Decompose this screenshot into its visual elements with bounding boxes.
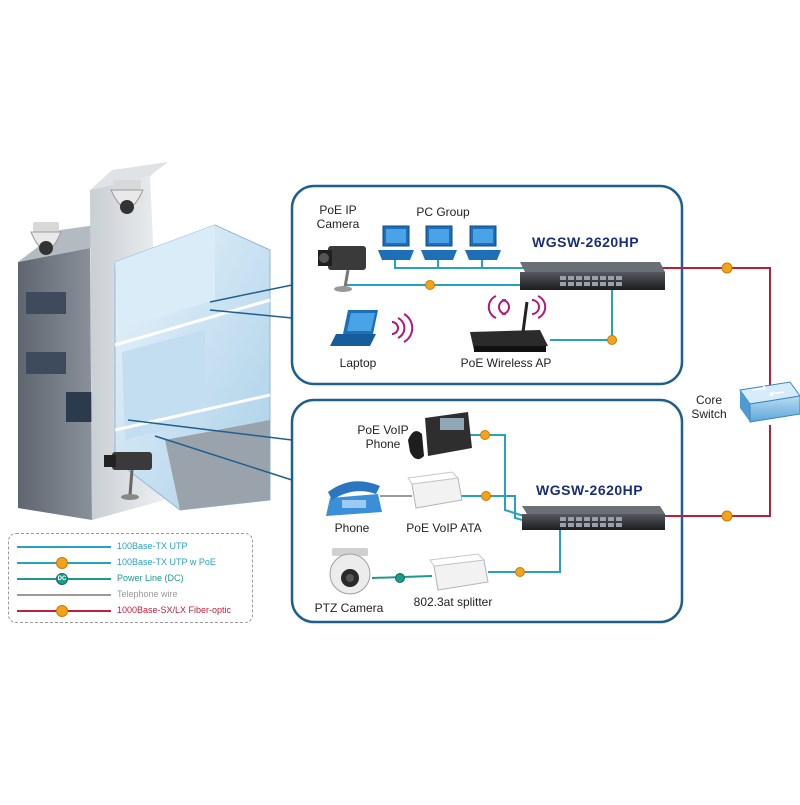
wireless-signal-icon: [487, 295, 547, 319]
poe-marker: [481, 491, 491, 501]
wireless-ap-label: PoE Wireless AP: [460, 356, 552, 370]
legend-item-utp: 100Base-TX UTP: [9, 539, 252, 553]
poe-marker: [607, 335, 617, 345]
ptz-camera-icon: [329, 548, 371, 595]
box-camera-icon: [104, 452, 152, 500]
building-wall-left: [18, 248, 92, 520]
legend-item-telephone: Telephone wire: [9, 587, 252, 601]
lower-cabling: [371, 430, 561, 583]
dc-marker: [395, 573, 405, 583]
ptz-camera-label: PTZ Camera: [314, 601, 384, 615]
poe-marker: [515, 567, 525, 577]
legend-label: Power Line (DC): [117, 573, 184, 583]
fiber-line-upper: [660, 267, 771, 385]
laptop-label: Laptop: [339, 356, 377, 370]
splitter-icon: [429, 553, 489, 591]
voip-phone-label: PoE VoIP Phone: [357, 423, 409, 451]
callout-line-lower: [154, 435, 293, 481]
laptop-icon: [330, 310, 378, 346]
lower-switch-icon: [522, 506, 665, 530]
fiber-marker-icon: [56, 605, 68, 617]
legend-label: Telephone wire: [117, 589, 178, 599]
building-window: [26, 292, 66, 314]
legend: 100Base-TX UTP 100Base-TX UTP w PoE DC P…: [8, 533, 253, 623]
dome-camera-icon: [30, 222, 62, 255]
upper-cabling: [345, 260, 617, 345]
legend-label: 1000Base-SX/LX Fiber-optic: [117, 605, 232, 615]
voip-ata-icon: [407, 471, 463, 509]
pc-group-label: PC Group: [416, 205, 470, 219]
pc-monitor-icon: [378, 225, 414, 260]
callout-line-upper: [209, 284, 293, 303]
phone-label: Phone: [334, 521, 370, 535]
phone-icon: [326, 481, 382, 516]
legend-line-swatch: [17, 594, 111, 596]
building-window: [66, 392, 92, 422]
callout-line-upper: [209, 309, 293, 319]
building-tower-roof: [90, 162, 168, 190]
poe-marker: [480, 430, 490, 440]
fiber-marker: [721, 510, 733, 522]
core-switch-icon: [739, 381, 800, 423]
ip-camera-label: PoE IP Camera: [316, 203, 360, 231]
wireless-ap-icon: [470, 301, 548, 352]
legend-item-fiber: 1000Base-SX/LX Fiber-optic: [9, 603, 252, 617]
legend-line-swatch: [17, 546, 111, 548]
legend-label: 100Base-TX UTP: [117, 541, 188, 551]
legend-label: 100Base-TX UTP w PoE: [117, 557, 216, 567]
building-glass-mid: [122, 330, 205, 440]
pc-monitor-icon: [465, 225, 501, 260]
dc-marker-icon: DC: [56, 573, 68, 585]
fiber-line-lower: [660, 425, 771, 517]
callout-line-lower: [127, 419, 293, 441]
upper-switch-icon: [520, 262, 665, 290]
voip-phone-icon: [408, 412, 472, 460]
building-base: [165, 420, 270, 510]
building-window: [26, 352, 66, 374]
splitter-label: 802.3at splitter: [413, 595, 493, 609]
upper-switch-model-label: WGSW-2620HP: [532, 234, 640, 250]
fiber-marker: [721, 262, 733, 274]
lower-network-panel: [290, 398, 684, 624]
legend-item-utp-poe: 100Base-TX UTP w PoE: [9, 555, 252, 569]
dome-camera-icon: [110, 180, 144, 214]
wireless-signal-icon: [391, 313, 414, 343]
building-glass-upper: [115, 225, 215, 330]
building-illustration: [18, 162, 271, 520]
building-floor-line: [114, 393, 271, 432]
core-switch-label: Core Switch: [691, 393, 727, 421]
voip-ata-label: PoE VoIP ATA: [406, 521, 482, 535]
legend-item-dc: DC Power Line (DC): [9, 571, 252, 585]
ip-camera-icon: [318, 246, 366, 292]
poe-marker: [425, 280, 435, 290]
pc-monitor-icon: [421, 225, 457, 260]
poe-marker-icon: [56, 557, 68, 569]
lower-switch-model-label: WGSW-2620HP: [536, 482, 644, 498]
building-floor-line: [114, 298, 271, 347]
fiber-links: [660, 262, 771, 522]
